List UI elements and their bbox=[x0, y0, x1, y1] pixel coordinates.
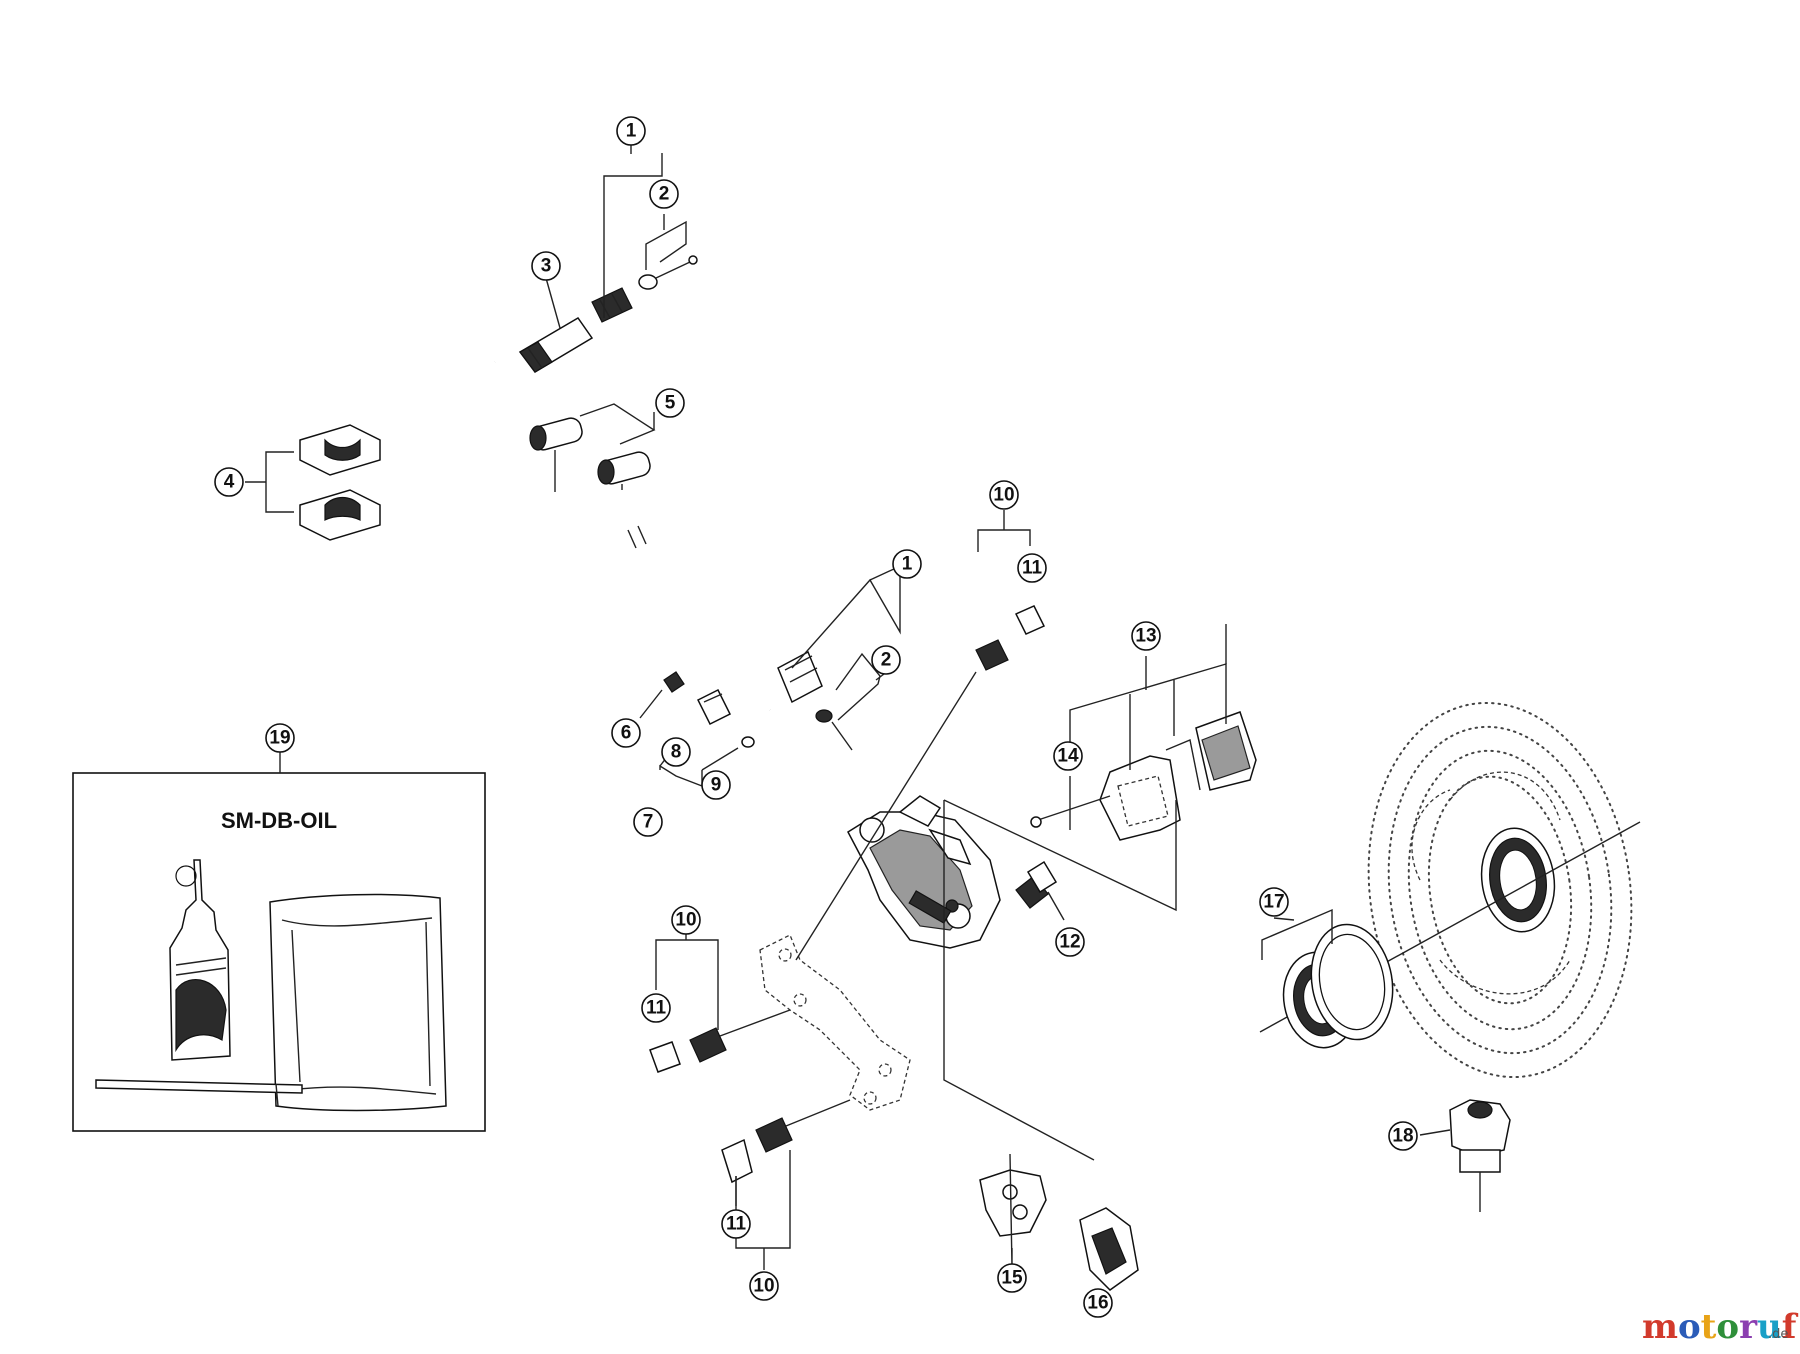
pad-axle-bolt bbox=[1015, 860, 1058, 909]
callout-19: 19 bbox=[265, 723, 295, 753]
connecting-insert-top bbox=[591, 255, 698, 323]
callout-14: 14 bbox=[1053, 741, 1083, 771]
svg-text:2: 2 bbox=[659, 184, 670, 205]
bleed-tube bbox=[95, 1079, 303, 1107]
oil-kit-box: SM-DB-OIL bbox=[72, 772, 486, 1132]
callout-15: 15 bbox=[997, 1263, 1027, 1293]
svg-text:11: 11 bbox=[1022, 558, 1043, 579]
svg-text:10: 10 bbox=[753, 1276, 774, 1297]
oil-bottle bbox=[169, 859, 231, 1061]
svg-text:17: 17 bbox=[1263, 892, 1284, 913]
watermark: motoruf .de bbox=[1642, 1307, 1799, 1347]
mounting-bolt-upper bbox=[795, 605, 1046, 961]
svg-text:16: 16 bbox=[1087, 1293, 1108, 1314]
callout-1-top: 1 bbox=[616, 116, 646, 146]
callout-4: 4 bbox=[214, 467, 244, 497]
callout-1-lower: 1 bbox=[892, 549, 922, 579]
leader-lines bbox=[245, 132, 1451, 1300]
callout-18: 18 bbox=[1388, 1121, 1418, 1151]
svg-text:11: 11 bbox=[726, 1214, 747, 1235]
svg-text:7: 7 bbox=[643, 812, 654, 833]
callout-11-upper: 11 bbox=[1017, 553, 1047, 583]
callout-16: 16 bbox=[1083, 1288, 1113, 1318]
callout-10-lower: 10 bbox=[749, 1271, 779, 1301]
disc-brake-pads bbox=[1030, 711, 1257, 841]
connecting-insert-lower bbox=[777, 650, 853, 751]
svg-text:19: 19 bbox=[269, 728, 290, 749]
watermark-text: motoruf bbox=[1642, 1307, 1799, 1347]
svg-text:13: 13 bbox=[1135, 626, 1156, 647]
lockring-tool bbox=[1449, 1099, 1511, 1212]
callout-2-top: 2 bbox=[649, 179, 679, 209]
callout-10-middle: 10 bbox=[671, 905, 701, 935]
kit-title: SM-DB-OIL bbox=[221, 808, 337, 833]
oil-bag bbox=[269, 893, 447, 1112]
pad-callout-box bbox=[943, 799, 1177, 1161]
svg-text:10: 10 bbox=[993, 485, 1014, 506]
mounting-bolt-lower bbox=[721, 1099, 851, 1184]
pad-spring bbox=[979, 1169, 1047, 1237]
svg-text:2: 2 bbox=[881, 650, 892, 671]
lock-ring bbox=[1282, 923, 1394, 1049]
svg-text:14: 14 bbox=[1057, 746, 1079, 767]
resin-pad bbox=[1079, 1207, 1139, 1291]
mounting-bolt-middle bbox=[649, 1009, 791, 1073]
svg-text:12: 12 bbox=[1059, 932, 1080, 953]
svg-text:8: 8 bbox=[671, 742, 682, 763]
mount-adapter bbox=[759, 934, 911, 1111]
callout-11-lower: 11 bbox=[721, 1209, 751, 1239]
callout-2-lower: 2 bbox=[871, 645, 901, 675]
bleed-nipple bbox=[663, 671, 755, 748]
callout-9: 9 bbox=[701, 770, 731, 800]
callout-12: 12 bbox=[1055, 927, 1085, 957]
svg-text:10: 10 bbox=[675, 910, 696, 931]
brake-hose bbox=[430, 360, 772, 712]
svg-text:11: 11 bbox=[646, 998, 667, 1019]
svg-text:3: 3 bbox=[541, 256, 552, 277]
callout-11-middle: 11 bbox=[641, 993, 671, 1023]
svg-text:18: 18 bbox=[1392, 1126, 1413, 1147]
callout-10-upper: 10 bbox=[989, 480, 1019, 510]
callout-17: 17 bbox=[1259, 887, 1289, 917]
svg-text:9: 9 bbox=[711, 775, 722, 796]
disc-rotor bbox=[1259, 701, 1641, 1079]
svg-text:5: 5 bbox=[665, 393, 676, 414]
svg-text:4: 4 bbox=[224, 472, 235, 493]
svg-text:1: 1 bbox=[626, 121, 637, 142]
watermark-suffix: .de bbox=[1768, 1327, 1788, 1342]
caliper bbox=[847, 795, 1001, 949]
callout-6: 6 bbox=[611, 718, 641, 748]
callout-13: 13 bbox=[1131, 621, 1161, 651]
callout-8: 8 bbox=[661, 737, 691, 767]
svg-text:15: 15 bbox=[1001, 1268, 1023, 1289]
hose-cover bbox=[518, 317, 594, 373]
svg-text:1: 1 bbox=[902, 554, 913, 575]
callout-7: 7 bbox=[633, 807, 663, 837]
callout-5: 5 bbox=[655, 388, 685, 418]
svg-text:6: 6 bbox=[621, 723, 632, 744]
callout-3: 3 bbox=[531, 251, 561, 281]
hose-clamps bbox=[299, 424, 381, 541]
hose-joints bbox=[529, 417, 651, 492]
